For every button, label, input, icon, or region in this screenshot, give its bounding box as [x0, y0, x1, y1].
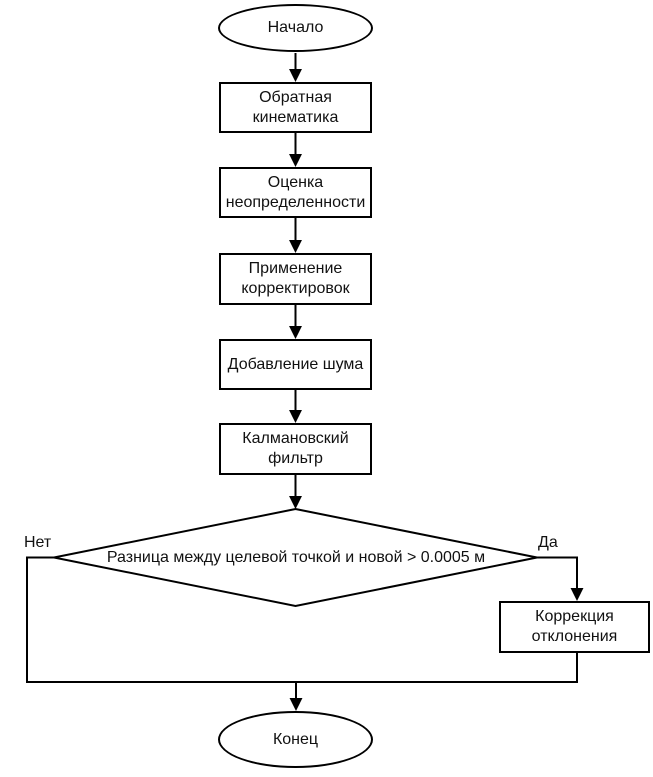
yes-branch-connector: [537, 556, 584, 601]
start-node: Начало: [218, 4, 373, 52]
end-node: Конец: [218, 711, 373, 768]
step-deviation-correction: Коррекция отклонения: [499, 601, 650, 653]
decision-label: Разница между целевой точкой и новой > 0…: [106, 549, 486, 566]
step-inverse-kinematics: Обратная кинематика: [219, 82, 372, 133]
yes-branch-label: Да: [538, 534, 558, 551]
no-branch-connector: [26, 556, 578, 683]
step-add-noise: Добавление шума: [219, 339, 372, 390]
decision-diamond: [53, 507, 538, 608]
step-kalman-filter: Калмановский фильтр: [219, 423, 372, 475]
step-apply-corrections: Применение корректировок: [219, 253, 372, 305]
no-branch-label: Нет: [24, 534, 52, 551]
step-uncertainty-estimation: Оценка неопределенности: [219, 167, 372, 218]
